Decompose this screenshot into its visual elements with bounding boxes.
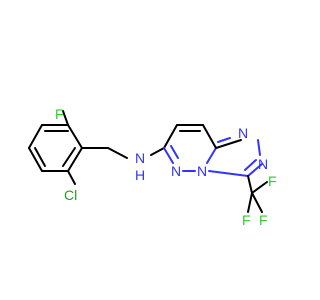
bond-ring-6 [67,147,83,172]
bond-tz-3-double [244,159,257,171]
bond-ch2-nh [107,147,128,159]
bond-c-cf3 [247,175,253,194]
bond-c-f [62,110,69,126]
bond-pz-3 [202,124,217,149]
bond-cf3-f-right [251,181,268,194]
atom-amine-hydrogen: H [135,167,145,183]
bond-ring-6-double [62,147,76,167]
bond-ring-4-double [34,147,46,167]
triazole-ring [208,137,263,177]
atom-chlorine: Cl [64,187,77,203]
bond-pz-6-double [170,145,179,159]
bond-pz-6 [163,147,174,164]
atom-pyridazine-nitrogen: N [171,163,181,179]
bond-tz-1-double [217,137,231,143]
bond-ring-1 [67,124,83,149]
bond-tz-2 [257,139,261,156]
molecule-canvas: F Cl N H N N N N F F F [28,106,277,228]
molecule-structure: F Cl N H N N N N F F F [28,106,277,228]
atom-triazole-nitrogen-top: N [238,125,248,141]
bond-nh-c6 [150,147,165,156]
atom-cf3-fluorine-bottom: F [259,212,268,228]
bond-ring-3 [28,124,43,149]
atom-bridge-nitrogen: N [197,163,207,179]
atom-fluorine-ring: F [55,106,64,122]
bond-pz-1 [163,124,178,149]
bond-tz-3 [247,163,263,177]
bond-cf3-f-top [247,192,253,213]
benzene-ring [28,124,83,172]
bond-c-cl [67,170,76,185]
atom-cf3-fluorine-right: F [268,173,277,189]
atom-amine-nitrogen: N [135,150,145,166]
atom-triazole-nitrogen-right: N [258,156,268,172]
bond-ring-4 [28,147,43,172]
atom-cf3-fluorine-top: F [242,212,251,228]
bond-tz-4 [208,170,249,177]
pyridazine-ring [163,124,217,172]
bond-cf3-f-bottom [251,192,263,213]
bond-tz-1 [215,139,242,149]
bond-pz-4 [206,147,217,164]
